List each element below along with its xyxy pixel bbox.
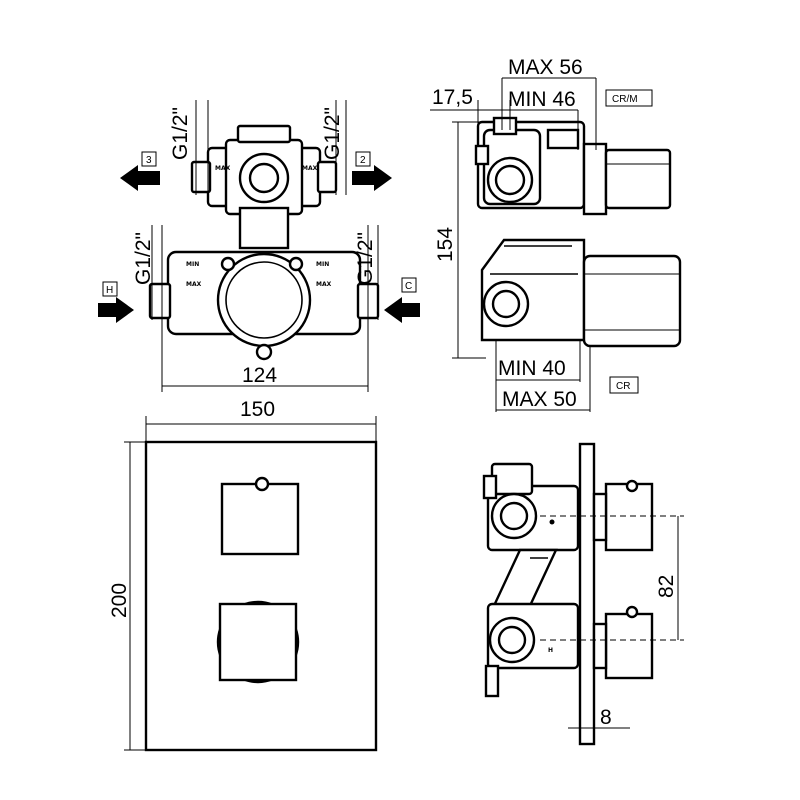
thread-label-2: G1/2" xyxy=(321,107,344,160)
max-mark-4: MAX xyxy=(316,281,332,288)
svg-text:17,5: 17,5 xyxy=(432,86,473,109)
side-dimensions: 154 17,5 MAX 56 MIN 46 CR/M MIN 40 MAX 5… xyxy=(430,56,653,412)
outlet-3-arrow: 3 xyxy=(120,151,160,191)
dimension-82: 82 xyxy=(655,516,679,640)
hot-mark: H xyxy=(548,647,553,654)
max-mark-3: MAX xyxy=(186,281,202,288)
dimension-150: 150 xyxy=(145,398,377,442)
cover-plate-front-view xyxy=(144,440,378,752)
valve-body-side-view xyxy=(474,116,682,348)
svg-text:MAX 50: MAX 50 xyxy=(502,388,577,411)
svg-text:200: 200 xyxy=(108,583,131,618)
thread-callouts: G1/2" G1/2" G1/2" G1/2" xyxy=(132,100,379,320)
svg-text:MIN 40: MIN 40 xyxy=(498,357,566,380)
svg-text:MAX 56: MAX 56 xyxy=(508,56,583,79)
outlet-2-arrow: 2 xyxy=(352,151,392,191)
thread-label-1: G1/2" xyxy=(169,107,192,160)
dimension-8: 8 xyxy=(568,706,630,744)
svg-text:H: H xyxy=(106,285,113,296)
assembled-side-view: H xyxy=(482,442,684,746)
hot-inlet-arrow: H xyxy=(98,281,134,323)
svg-text:150: 150 xyxy=(240,398,275,421)
min-mark-1: MIN xyxy=(186,261,199,268)
svg-text:2: 2 xyxy=(360,155,366,166)
max-mark-2: MAX xyxy=(302,165,318,172)
thread-label-3: G1/2" xyxy=(132,232,155,285)
thread-label-4: G1/2" xyxy=(354,232,377,285)
cold-inlet-arrow: C xyxy=(384,277,420,323)
dimension-200: 200 xyxy=(108,441,146,751)
svg-text:8: 8 xyxy=(600,706,612,729)
dimension-124: 124 xyxy=(161,320,369,392)
svg-text:82: 82 xyxy=(655,575,678,598)
svg-text:154: 154 xyxy=(434,227,457,262)
svg-text:MIN 46: MIN 46 xyxy=(508,88,576,111)
svg-text:124: 124 xyxy=(242,364,277,387)
max-mark-1: MAX xyxy=(215,165,231,172)
svg-text:3: 3 xyxy=(146,155,152,166)
finish-bottom-badge: CR xyxy=(616,381,630,392)
finish-top-badge: CR/M xyxy=(612,94,638,105)
svg-text:C: C xyxy=(405,281,412,292)
valve-body-front-view: MAX MAX MIN MAX MIN MAX xyxy=(148,124,380,361)
min-mark-2: MIN xyxy=(316,261,329,268)
